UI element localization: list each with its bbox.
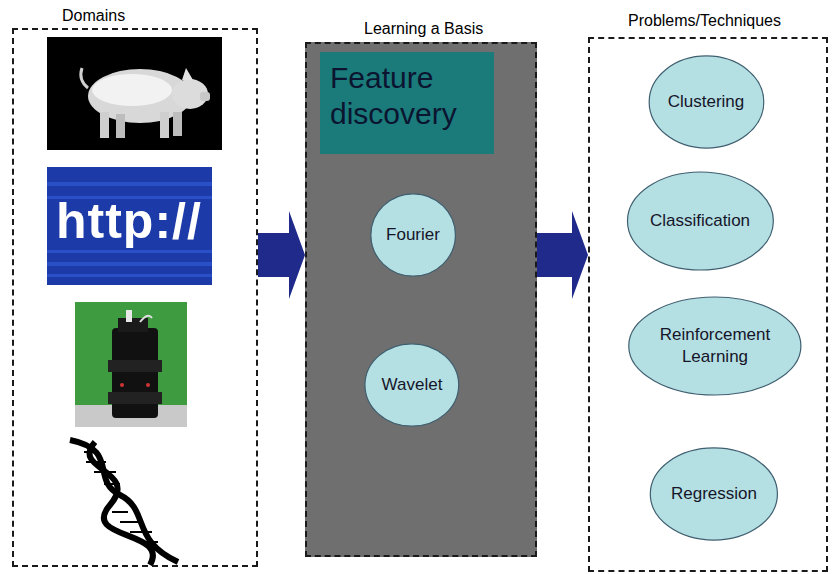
block-arrow: [258, 211, 305, 299]
ellipse-outline: [627, 296, 803, 396]
technique-label: Fourier: [386, 224, 440, 246]
group-panel: Domains: [12, 28, 258, 567]
technique-label: Classification: [650, 210, 750, 232]
web-address-text: http://: [56, 192, 202, 250]
panel-heading: Domains: [62, 7, 125, 25]
group-panel: Problems/TechniquesClusteringClassificat…: [588, 37, 828, 572]
technique-label: Reinforcement Learning: [655, 324, 775, 368]
web-picture: [47, 167, 212, 285]
technique-label: Clustering: [668, 91, 745, 113]
technique-ellipse: Clustering: [648, 55, 765, 149]
panel-heading: Learning a Basis: [364, 20, 483, 38]
technique-ellipse: Classification: [626, 171, 775, 271]
technique-label: Regression: [671, 483, 757, 505]
technique-ellipse: Regression: [649, 447, 779, 541]
pig-picture: [47, 37, 222, 150]
dna-picture: [70, 440, 178, 565]
block-arrow: [537, 211, 588, 299]
feature-box: Feature discovery: [320, 52, 494, 154]
technique-ellipse: Reinforcement Learning: [627, 296, 803, 396]
technique-ellipse: Fourier: [370, 193, 456, 277]
technique-label: Wavelet: [382, 374, 443, 396]
technique-ellipse: Wavelet: [364, 343, 460, 427]
panel-heading: Problems/Techniques: [628, 12, 781, 30]
feature-title: Feature discovery: [330, 60, 480, 132]
group-panel: Learning a BasisFeature discoveryFourier…: [305, 42, 537, 557]
robot-picture: [75, 302, 187, 427]
